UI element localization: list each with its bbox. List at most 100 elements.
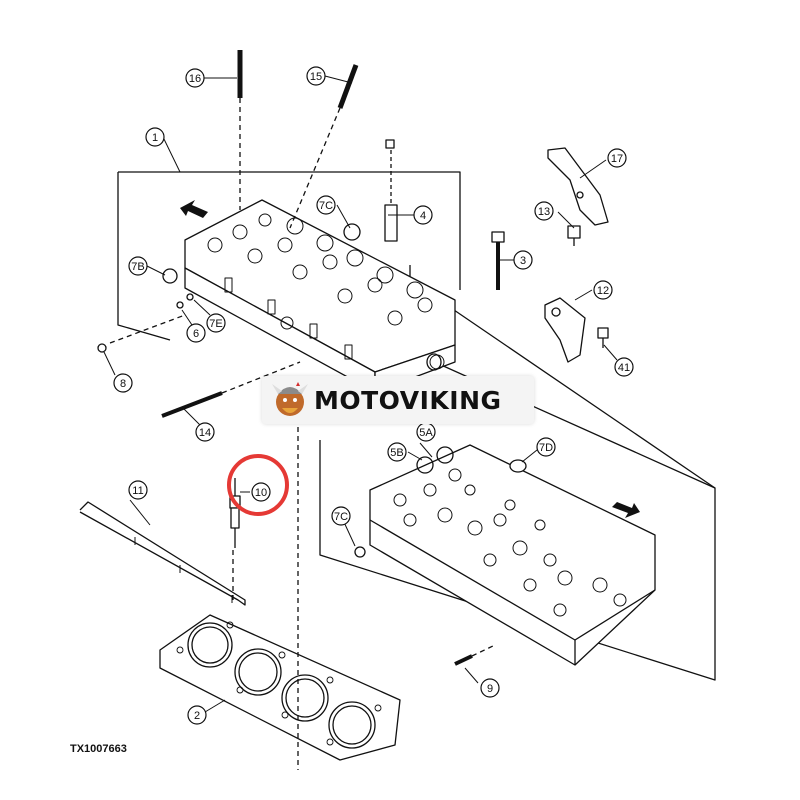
callout-7c-bottom: 7C	[331, 506, 351, 526]
brand-name: MOTOVIKING	[314, 385, 502, 415]
callout-label: 41	[618, 362, 630, 374]
callout-bubble	[387, 442, 407, 462]
part-7b-plug	[162, 268, 178, 284]
part-12-bracket	[544, 297, 586, 363]
callout-label: 5B	[390, 447, 403, 459]
callout-15: 15	[306, 66, 326, 86]
callout-bubble	[331, 506, 351, 526]
callout-label: 7D	[539, 442, 553, 454]
callout-bubble	[306, 66, 326, 86]
callout-label: 7C	[334, 511, 348, 523]
callout-label: 4	[420, 210, 426, 222]
callout-13: 13	[534, 201, 554, 221]
callout-bubble	[128, 480, 148, 500]
part-9-pin	[454, 654, 473, 666]
callout-5b: 5B	[387, 442, 407, 462]
callout-label: 6	[193, 328, 199, 340]
part-13-bolt	[567, 225, 581, 246]
callout-label: 14	[199, 427, 211, 439]
callout-bubble	[513, 250, 533, 270]
callout-bubble	[607, 148, 627, 168]
callout-bubble	[185, 68, 205, 88]
callout-label: 16	[189, 73, 201, 85]
callout-label: 7C	[319, 200, 333, 212]
callout-label: 5A	[419, 427, 433, 439]
callout-label: 15	[310, 71, 322, 83]
callout-9: 9	[480, 678, 500, 698]
callout-label: 10	[255, 487, 267, 499]
callout-bubble	[186, 323, 206, 343]
arrow-up-left-icon	[180, 200, 208, 218]
callout-11: 11	[128, 480, 148, 500]
part-15-stud	[337, 64, 359, 109]
callout-bubble	[413, 205, 433, 225]
callout-5a: 5A	[416, 422, 436, 442]
callout-8: 8	[113, 373, 133, 393]
callout-14: 14	[195, 422, 215, 442]
callout-7e: 7E	[206, 313, 226, 333]
part-5a-seal	[436, 446, 454, 464]
callout-label: 12	[597, 285, 609, 297]
callout-bubble	[614, 357, 634, 377]
callout-bubble	[128, 256, 148, 276]
part-17-bracket	[547, 147, 609, 226]
part-seal-right	[426, 353, 442, 371]
callout-label: 17	[611, 153, 623, 165]
callout-bubble	[145, 127, 165, 147]
callout-bubble	[593, 280, 613, 300]
callout-3: 3	[513, 250, 533, 270]
part-14-stud	[161, 391, 223, 418]
callout-2: 2	[187, 705, 207, 725]
callout-12: 12	[593, 280, 613, 300]
callout-10: 10	[251, 482, 271, 502]
callout-4: 4	[413, 205, 433, 225]
callout-label: 2	[194, 710, 200, 722]
part-6-pin	[176, 301, 184, 309]
callout-bubble	[534, 201, 554, 221]
part-7d-plug	[509, 459, 527, 473]
callout-label: 9	[487, 683, 493, 695]
head-gasket	[159, 614, 401, 761]
part-7c-plug-top	[343, 223, 361, 241]
part-41-bolt	[597, 327, 609, 348]
callout-label: 7B	[131, 261, 144, 273]
callout-bubble	[113, 373, 133, 393]
callout-bubble	[206, 313, 226, 333]
callout-7d: 7D	[536, 437, 556, 457]
callout-bubble	[195, 422, 215, 442]
callout-1: 1	[145, 127, 165, 147]
callout-label: 8	[120, 378, 126, 390]
part-5b-seal	[416, 456, 434, 474]
frame-lower	[319, 359, 716, 681]
part-4-dowel	[384, 139, 398, 242]
cylinder-head-bottom	[369, 444, 656, 666]
part-7e-pin	[186, 293, 194, 301]
part-10-glow-plug	[229, 478, 241, 548]
frame-upper	[117, 172, 171, 341]
callout-17: 17	[607, 148, 627, 168]
callout-41: 41	[614, 357, 634, 377]
highlight-ring	[227, 454, 289, 516]
frame-upper-top	[118, 171, 461, 290]
callout-bubble	[480, 678, 500, 698]
arrow-down-right-icon	[612, 502, 640, 518]
figure-code: TX1007663	[70, 743, 127, 755]
callout-bubble	[187, 705, 207, 725]
callout-bubble	[251, 482, 271, 502]
callout-label: 13	[538, 206, 550, 218]
callout-6: 6	[186, 323, 206, 343]
callout-label: 1	[152, 132, 158, 144]
viking-mascot-icon	[272, 382, 308, 416]
callout-label: 7E	[209, 318, 222, 330]
cylinder-head-top	[184, 199, 456, 393]
callout-bubble	[536, 437, 556, 457]
callout-bubble	[316, 195, 336, 215]
part-11-rail	[79, 501, 246, 606]
callout-7c-top: 7C	[316, 195, 336, 215]
callout-7b: 7B	[128, 256, 148, 276]
part-7c-plug-bottom	[354, 546, 366, 558]
callout-16: 16	[185, 68, 205, 88]
callout-label: 3	[520, 255, 526, 267]
